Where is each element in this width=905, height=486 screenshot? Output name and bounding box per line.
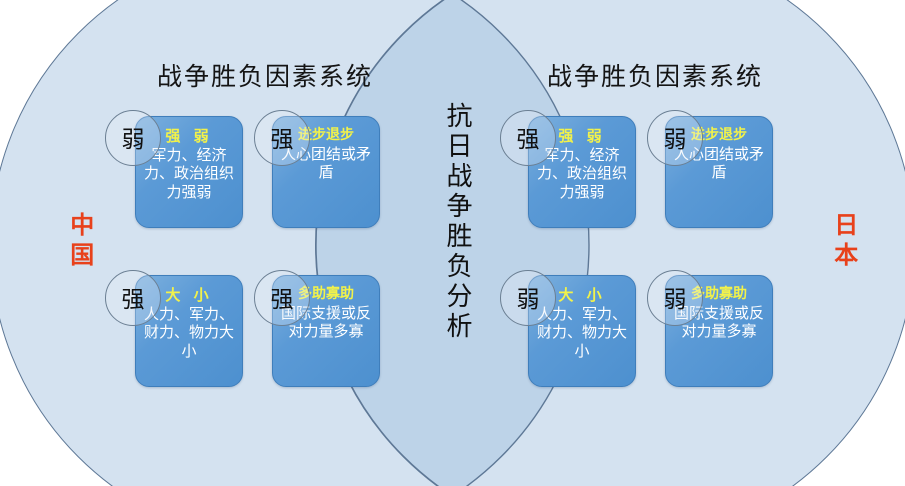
factor-box-japan-strength[interactable]: 强 弱 军力、经济力、政治组织力强弱 — [528, 116, 636, 228]
factor-head: 强 弱 — [165, 127, 213, 145]
strength-bubble-label: 强 — [270, 287, 294, 313]
strength-bubble-label: 弱 — [663, 127, 687, 153]
factor-head: 多助寡助 — [298, 286, 354, 302]
strength-bubble-label: 强 — [516, 127, 540, 153]
country-label-japan: 日本 — [829, 212, 858, 272]
factor-body: 军力、经济力、政治组织力强弱 — [536, 146, 627, 201]
strength-bubble-label: 强 — [270, 127, 294, 153]
strength-bubble-japan-progress[interactable]: 弱 — [647, 110, 703, 166]
strength-bubble-japan-support[interactable]: 弱 — [647, 270, 703, 326]
factor-box-china-progress[interactable]: 进步退步 人心团结或矛盾 — [272, 116, 380, 228]
strength-bubble-label: 弱 — [121, 127, 145, 153]
factor-body: 人力、军力、财力、物力大小 — [536, 305, 627, 360]
strength-bubble-china-progress[interactable]: 强 — [254, 110, 310, 166]
strength-bubble-japan-size[interactable]: 弱 — [500, 270, 556, 326]
factor-box-china-strength[interactable]: 强 弱 军力、经济力、政治组织力强弱 — [135, 116, 243, 228]
factor-head: 强 弱 — [558, 127, 606, 145]
factor-body: 军力、经济力、政治组织力强弱 — [143, 146, 234, 201]
factor-box-japan-support[interactable]: 多助寡助 国际支援或反对力量多寡 — [665, 275, 773, 387]
factor-body: 人力、军力、财力、物力大小 — [143, 305, 234, 360]
strength-bubble-china-strength[interactable]: 弱 — [105, 110, 161, 166]
strength-bubble-label: 弱 — [663, 287, 687, 313]
strength-bubble-label: 弱 — [516, 287, 540, 313]
country-label-china: 中国 — [65, 212, 94, 272]
strength-bubble-china-support[interactable]: 强 — [254, 270, 310, 326]
strength-bubble-japan-strength[interactable]: 强 — [500, 110, 556, 166]
factor-head: 进步退步 — [691, 127, 747, 143]
system-title-china: 战争胜负因素系统 — [156, 62, 373, 91]
strength-bubble-label: 强 — [121, 287, 145, 313]
strength-bubble-china-size[interactable]: 强 — [105, 270, 161, 326]
factor-head: 大 小 — [165, 286, 213, 304]
factor-head: 大 小 — [558, 286, 606, 304]
factor-head: 进步退步 — [298, 127, 354, 143]
center-analysis-label: 抗日战争胜负分析 — [442, 102, 472, 342]
system-title-japan: 战争胜负因素系统 — [546, 62, 763, 91]
factor-head: 多助寡助 — [691, 286, 747, 302]
